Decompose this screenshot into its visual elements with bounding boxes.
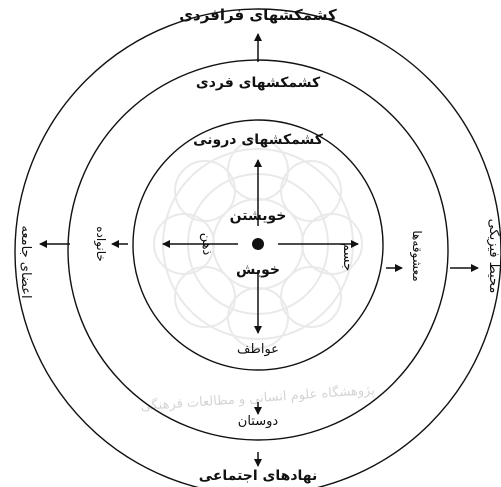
label-society-members: اعضای جامعه <box>18 225 33 298</box>
label-true-self: خویشتن <box>230 208 287 224</box>
label-lovers: معشوقه‌ها <box>409 230 424 281</box>
label-friends: دوستان <box>238 414 279 429</box>
label-transpersonal-conflicts: کشمکشهای فرافردی <box>179 6 337 24</box>
label-self: خویش <box>236 262 280 278</box>
label-personal-conflicts: کشمکشهای فردی <box>196 75 321 91</box>
label-inner-conflicts: کشمکشهای درونی <box>193 132 324 148</box>
outer-circle <box>14 8 501 487</box>
label-emotions: عواطف <box>237 342 279 357</box>
center-dot <box>252 238 264 250</box>
label-body: جسم <box>340 243 355 271</box>
label-social-institutions: نهادهای اجتماعی <box>199 468 318 484</box>
label-physical-environment: محیط فیزیکی <box>486 219 501 294</box>
inner-circle <box>132 119 384 371</box>
label-family: خانواده <box>93 226 108 262</box>
label-mind: ذهن <box>199 233 214 256</box>
